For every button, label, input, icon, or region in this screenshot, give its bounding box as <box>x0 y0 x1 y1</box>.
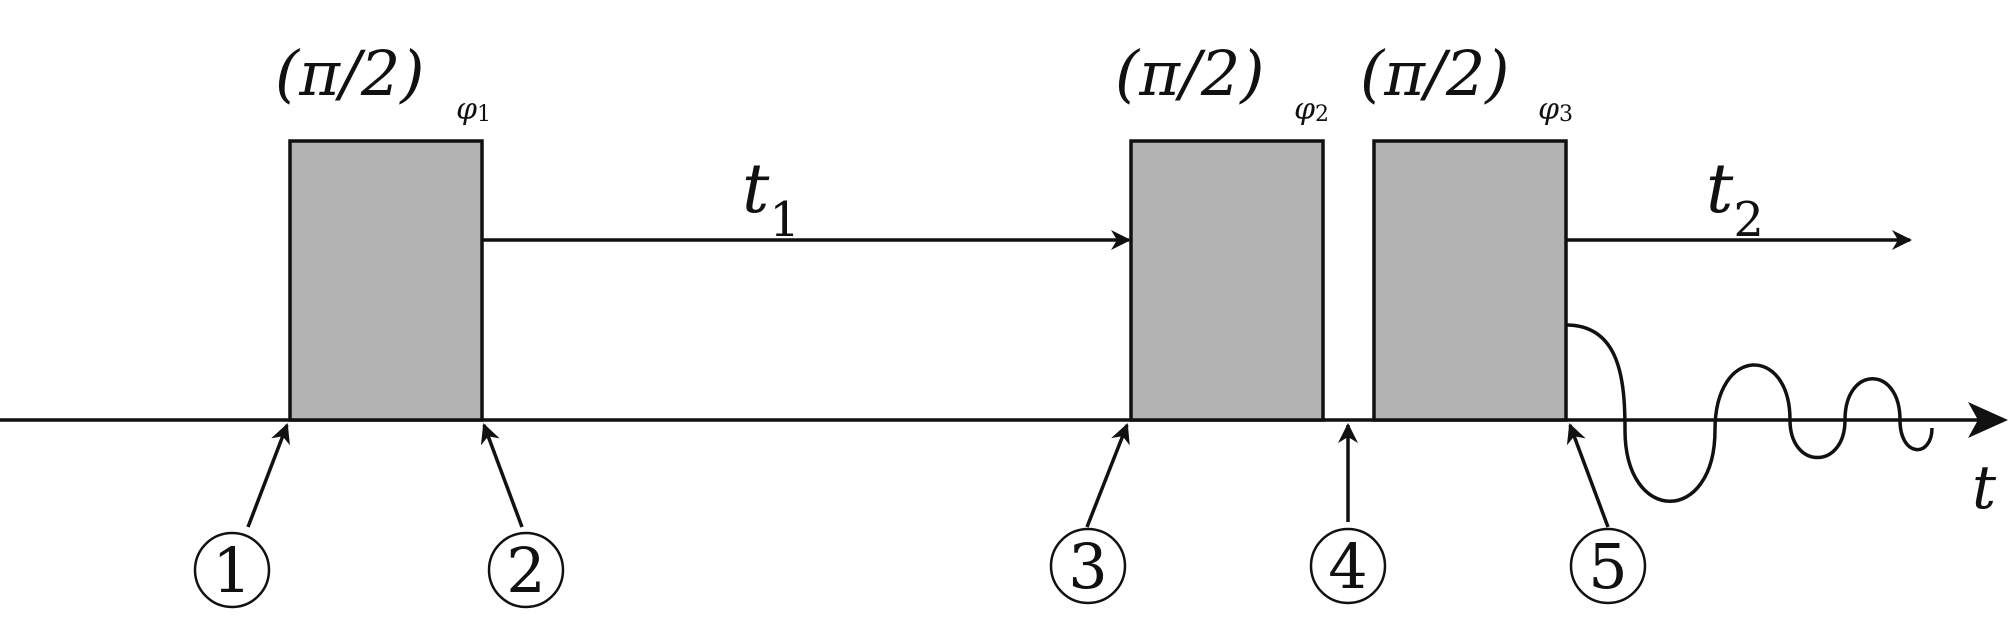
pulse-2: (π/2) φ2 <box>1115 37 1329 422</box>
pulse-2-block <box>1129 139 1325 422</box>
pulse-1-block <box>288 139 484 422</box>
marker-2: 2 <box>480 423 565 609</box>
pulse-1-label: (π/2) <box>275 37 424 110</box>
marker-5-circle <box>1569 527 1647 605</box>
pulse-2-phase: φ2 <box>1294 92 1329 127</box>
marker-2-pointer <box>480 423 524 528</box>
pulse-3-angle: (π/2) <box>1360 37 1509 110</box>
marker-5: 5 <box>1566 423 1647 605</box>
pulse-1: (π/2) φ1 <box>275 37 491 422</box>
pulse-3: (π/2) φ3 <box>1360 37 1573 422</box>
pulse-1-angle: (π/2) <box>275 37 424 110</box>
marker-4-label: 4 <box>1328 530 1367 603</box>
pulse-3-label: (π/2) <box>1360 37 1509 110</box>
pulse-3-phase: φ3 <box>1538 92 1573 127</box>
t2-label: t2 <box>1706 150 1764 248</box>
marker-1: 1 <box>193 423 290 609</box>
marker-4-circle <box>1309 527 1387 605</box>
marker-4: 4 <box>1309 423 1387 605</box>
marker-3-label: 3 <box>1068 530 1107 603</box>
marker-1-circle <box>193 531 271 609</box>
marker-5-label: 5 <box>1588 530 1627 603</box>
marker-2-label: 2 <box>506 534 545 607</box>
pulse-2-label: (π/2) <box>1115 37 1264 110</box>
t2-delay: t2 <box>1566 150 1912 250</box>
fid-signal <box>1565 323 1934 503</box>
pulse-1-phase: φ1 <box>456 92 491 127</box>
marker-3: 3 <box>1049 423 1130 605</box>
t1-label: t1 <box>742 150 800 248</box>
time-axis-label: t <box>1972 453 1997 523</box>
pulse-3-block <box>1372 139 1568 422</box>
marker-2-circle <box>487 531 565 609</box>
marker-3-circle <box>1049 527 1127 605</box>
t1-delay: t1 <box>482 150 1131 250</box>
time-axis-arrowhead <box>1968 402 2008 438</box>
pulse-2-angle: (π/2) <box>1115 37 1264 110</box>
marker-5-pointer <box>1566 423 1610 528</box>
marker-1-pointer <box>246 423 290 528</box>
marker-3-pointer <box>1085 423 1130 528</box>
marker-1-label: 1 <box>212 534 251 607</box>
